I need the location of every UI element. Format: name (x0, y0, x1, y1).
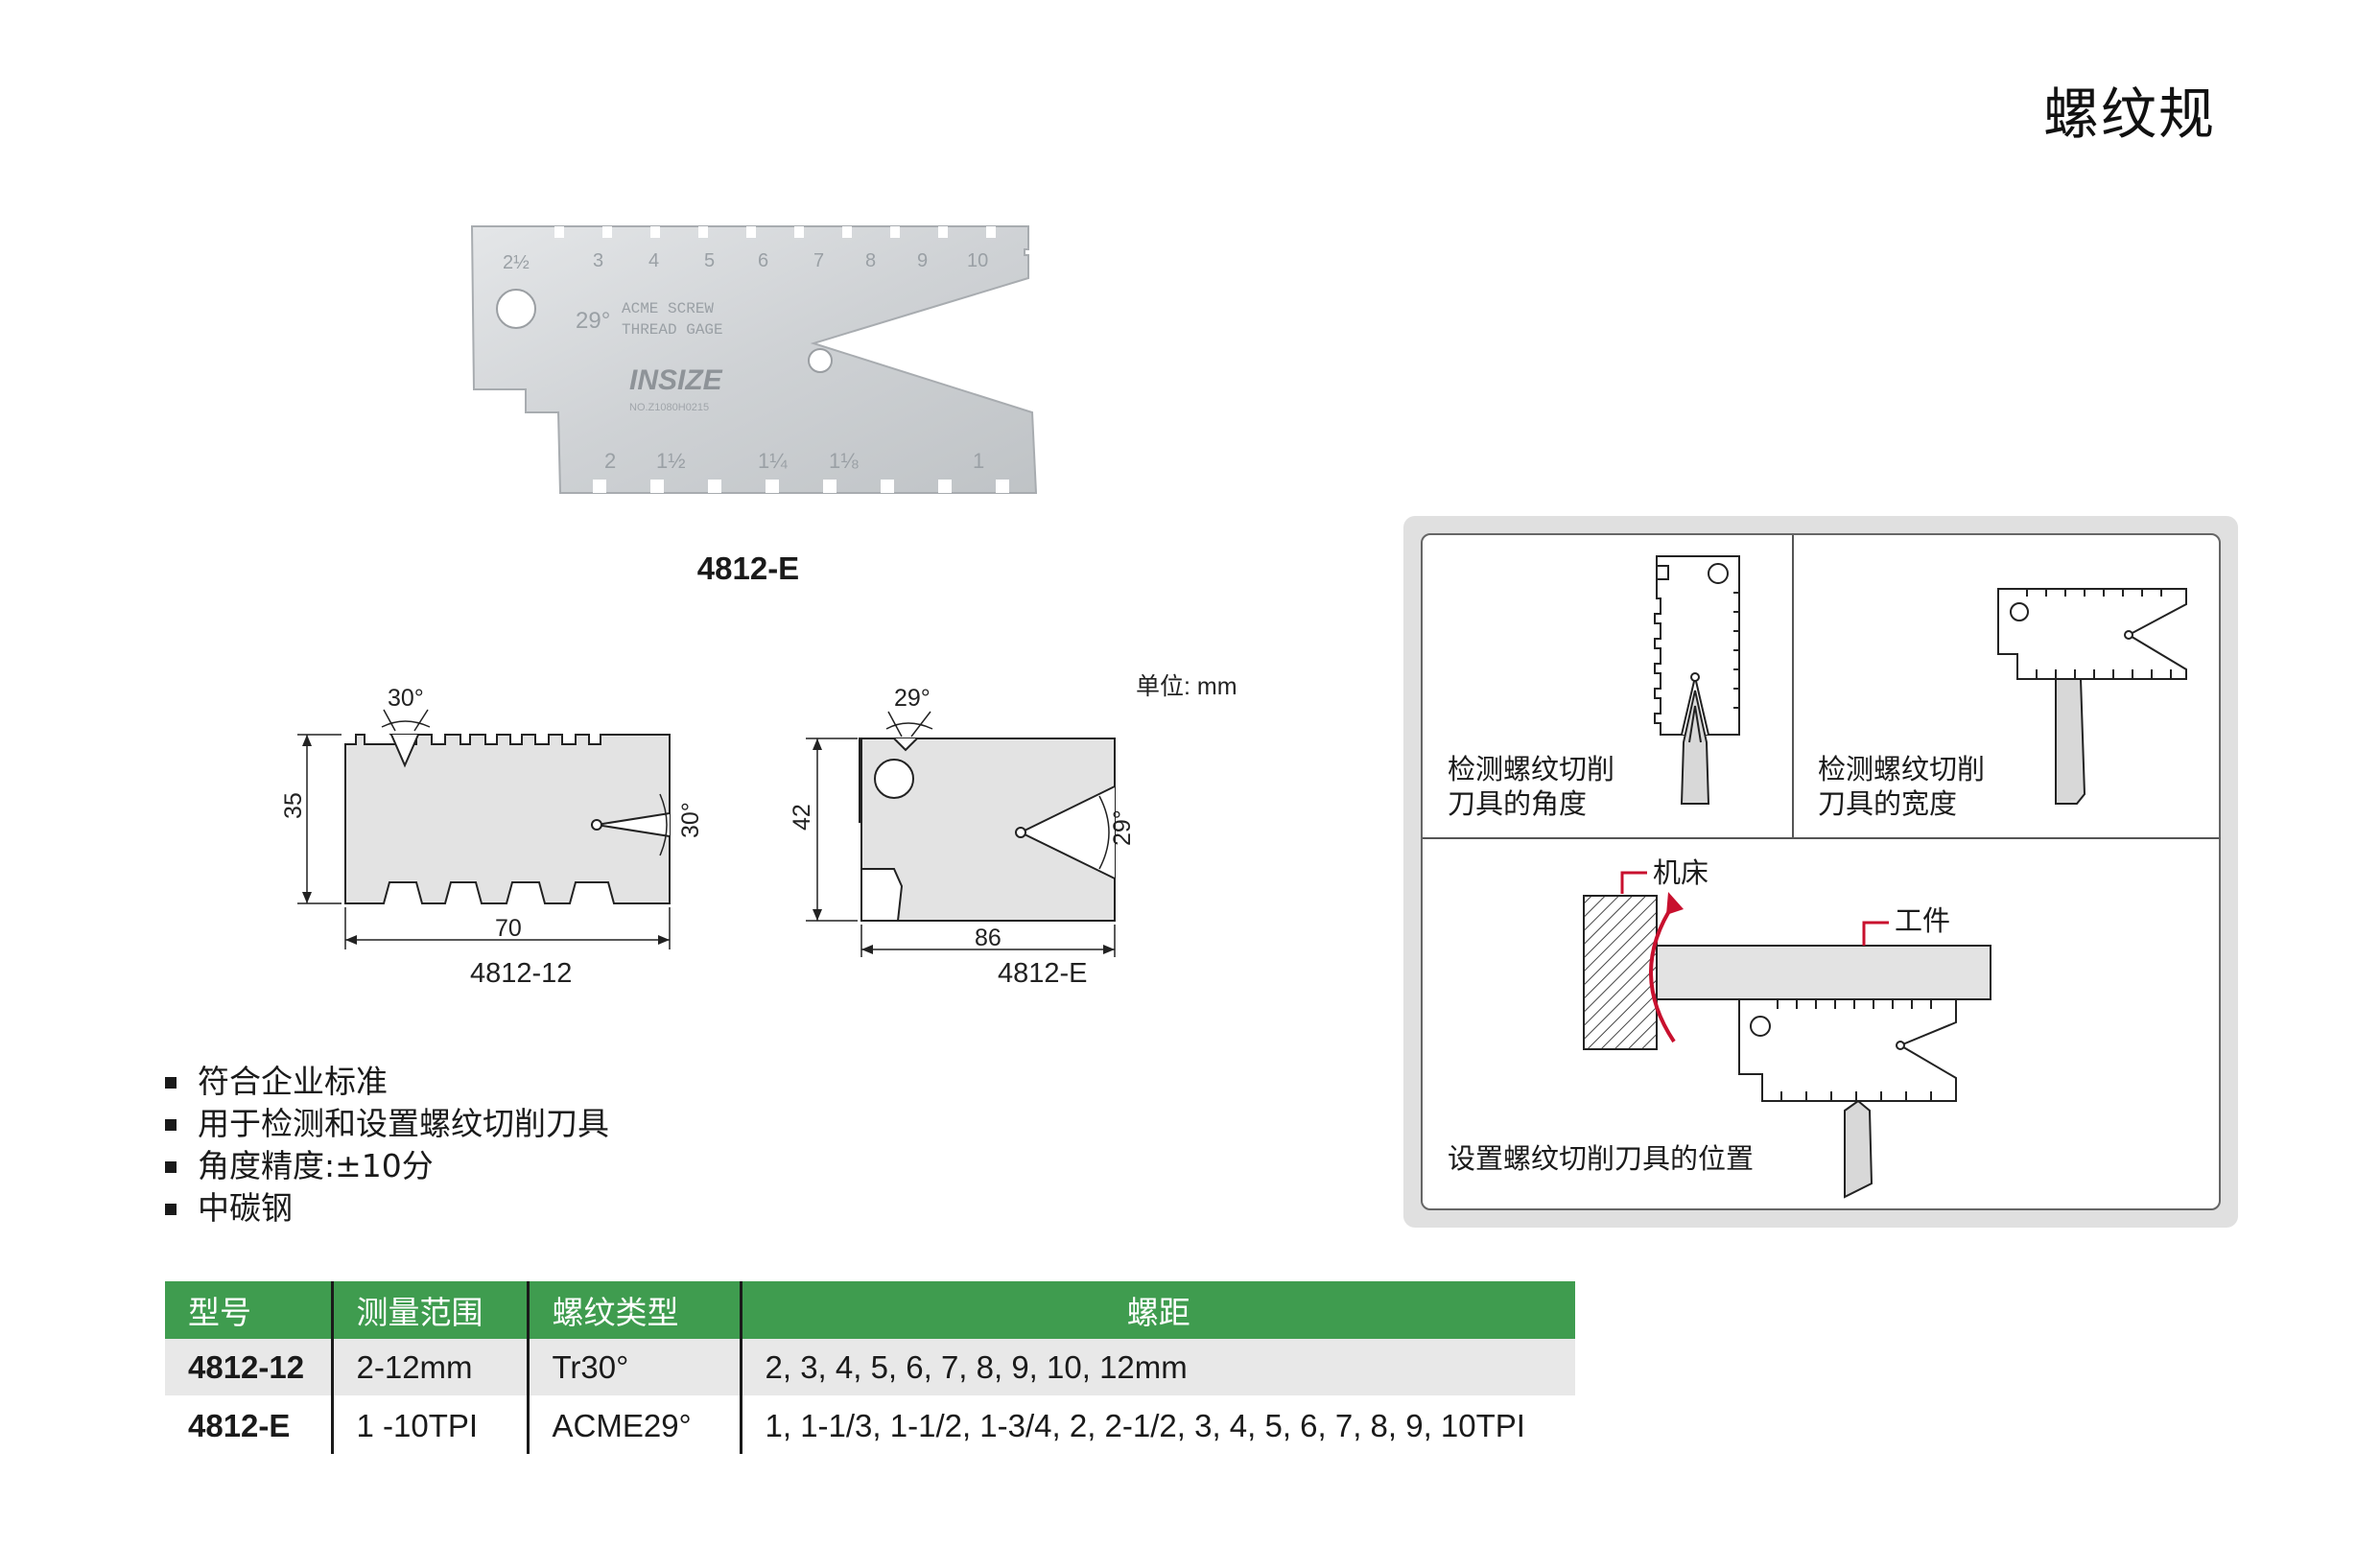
usage-1-line1: 检测螺纹切削 (1448, 753, 1614, 785)
angle-top-4812-12: 30° (388, 685, 424, 712)
scale-top-2: 4 (648, 250, 659, 271)
header-pitch: 螺距 (739, 1281, 1575, 1339)
header-range: 测量范围 (330, 1281, 528, 1339)
scale-top-0: 2½ (503, 252, 530, 273)
caption-4812-12: 4812-12 (470, 958, 572, 989)
usage-3-label: 设置螺纹切削刀具的位置 (1448, 1142, 1754, 1175)
usage-2-illustration (1997, 588, 2187, 805)
table-row: 4812-E 1 -10TPI ACME29° 1, 1-1/3, 1-1/2,… (165, 1396, 1575, 1454)
angle-top-4812-E: 29° (894, 685, 931, 712)
cell-range: 1 -10TPI (330, 1396, 528, 1454)
scale-top-4: 6 (758, 250, 768, 271)
photo-angle: 29° (576, 308, 610, 334)
drawing-4812-12: 30° 30° 35 70 4812-12 (280, 685, 704, 989)
height-4812-12: 35 (280, 792, 307, 819)
brand-logo: INSIZE (629, 364, 723, 396)
usage-illustrations: 检测螺纹切削 刀具的角度 检测螺纹切削 刀具的宽度 (1423, 535, 2219, 1199)
scale-top-5: 7 (813, 250, 824, 271)
feature-item: 符合企业标准 (163, 1061, 835, 1103)
height-4812-E: 42 (789, 804, 815, 831)
cell-pitch: 1, 1-1/3, 1-1/2, 1-3/4, 2, 2-1/2, 3, 4, … (739, 1396, 1575, 1454)
usage-3-workpiece-label: 工件 (1895, 904, 1950, 937)
feature-item: 角度精度:±10分 (163, 1145, 835, 1187)
cell-thread-type: ACME29° (526, 1396, 741, 1454)
scale-bottom-4: 1 (973, 449, 984, 473)
scale-top-3: 5 (704, 250, 715, 271)
cell-range: 2-12mm (330, 1339, 528, 1397)
usage-2-line1: 检测螺纹切削 (1818, 753, 1985, 785)
photo-engraving-2: THREAD GAGE (622, 321, 723, 339)
width-4812-E: 86 (975, 925, 1001, 951)
cell-model: 4812-12 (165, 1339, 332, 1397)
scale-bottom-0: 2 (604, 449, 616, 473)
gauge-hole (496, 289, 536, 329)
cell-pitch: 2, 3, 4, 5, 6, 7, 8, 9, 10, 12mm (739, 1339, 1575, 1397)
angle-side-4812-12: 30° (677, 802, 704, 838)
table-row: 4812-12 2-12mm Tr30° 2, 3, 4, 5, 6, 7, 8… (165, 1339, 1575, 1397)
dimension-drawings: 30° 30° 35 70 4812-12 29° 29° 单位: mm (280, 673, 1237, 989)
gauge-outline-4812-12 (344, 734, 671, 904)
scale-bottom-3: 1⅛ (829, 449, 859, 473)
drawing-4812-E: 29° 29° 单位: mm 42 86 4812-E (789, 673, 1237, 989)
usage-1-line2: 刀具的角度 (1448, 787, 1587, 820)
gauge-top-notches (554, 226, 996, 238)
scale-top-1: 3 (593, 250, 603, 271)
table-header-row: 型号 测量范围 螺纹类型 螺距 (165, 1281, 1575, 1339)
hole-4812-E (874, 759, 914, 799)
cell-thread-type: Tr30° (526, 1339, 741, 1397)
gauge-body (470, 225, 1038, 494)
cell-model: 4812-E (165, 1396, 332, 1454)
header-model: 型号 (165, 1281, 332, 1339)
usage-2-line2: 刀具的宽度 (1818, 787, 1957, 820)
page-title: 螺纹规 (2043, 82, 2217, 147)
width-4812-12: 70 (495, 915, 522, 942)
header-thread-type: 螺纹类型 (526, 1281, 741, 1339)
unit-label: 单位: mm (1136, 673, 1237, 700)
usage-panel: 检测螺纹切削 刀具的角度 检测螺纹切削 刀具的宽度 (1403, 516, 2238, 1228)
usage-3-illustration: 机床 工件 (1583, 856, 1991, 1199)
scale-top-8: 10 (967, 250, 988, 271)
feature-item: 中碳钢 (163, 1187, 835, 1230)
gauge-small-hole (808, 348, 833, 373)
photo-caption: 4812-E (696, 550, 800, 586)
scale-top-6: 8 (865, 250, 876, 271)
gauge-bottom-notches (593, 480, 1009, 493)
scale-bottom-2: 1¼ (758, 449, 788, 473)
usage-1-illustration (1654, 555, 1740, 805)
photo-serial: NO.Z1080H0215 (629, 402, 709, 413)
caption-4812-E: 4812-E (998, 958, 1088, 989)
scale-top-7: 9 (917, 250, 928, 271)
angle-side-4812-E: 29° (1109, 809, 1136, 846)
top-v-notch-4812-12 (390, 734, 419, 768)
scale-bottom-1: 1½ (656, 449, 686, 473)
product-photo: 2½ 3 4 5 6 7 8 9 10 29° ACME SCREW THREA… (470, 225, 1038, 494)
feature-list: 符合企业标准 用于检测和设置螺纹切削刀具 角度精度:±10分 中碳钢 (163, 1061, 835, 1230)
photo-engraving-1: ACME SCREW (622, 300, 714, 317)
spec-table: 型号 测量范围 螺纹类型 螺距 4812-12 2-12mm Tr30° 2, … (165, 1281, 1575, 1454)
usage-3-machine-label: 机床 (1653, 856, 1708, 889)
top-v-notch-4812-E (893, 738, 918, 752)
feature-item: 用于检测和设置螺纹切削刀具 (163, 1103, 835, 1145)
usage-panel-inner: 检测螺纹切削 刀具的角度 检测螺纹切削 刀具的宽度 (1421, 533, 2221, 1210)
